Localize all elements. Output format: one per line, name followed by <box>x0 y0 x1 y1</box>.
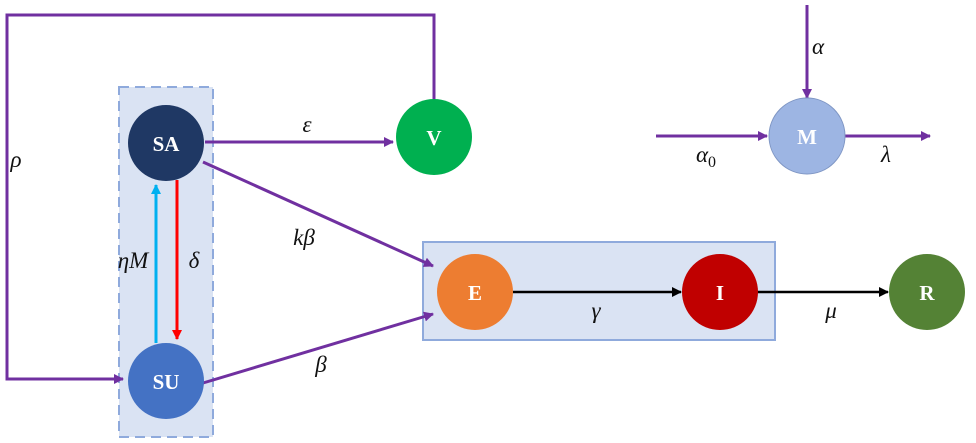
label-k-beta: kβ <box>293 225 315 250</box>
label-mu: μ <box>824 298 837 323</box>
node-e-circle <box>437 254 513 330</box>
label-eta-m: ηM <box>118 248 150 273</box>
node-sa-label: SA <box>153 132 181 156</box>
label-alpha0-subscript: 0 <box>708 154 716 171</box>
node-su-label: SU <box>153 370 180 394</box>
label-alpha: α <box>812 34 825 59</box>
node-e: E <box>437 254 513 330</box>
node-r: R <box>889 254 965 330</box>
node-i-circle <box>682 254 758 330</box>
rho-loop-arrow <box>5 13 436 384</box>
node-sa: SA <box>128 105 204 181</box>
node-m-label: M <box>797 125 817 149</box>
node-e-label: E <box>468 281 482 305</box>
node-m-circle <box>768 97 846 175</box>
label-alpha0-symbol: α <box>696 142 709 167</box>
node-m: M <box>768 97 846 175</box>
label-delta: δ <box>189 248 200 273</box>
node-su-circle <box>128 343 204 419</box>
node-i-label: I <box>716 281 724 305</box>
sa-to-e-arrow <box>202 160 434 268</box>
node-sa-circle <box>128 105 204 181</box>
node-v-label: V <box>426 126 441 150</box>
node-v-circle <box>396 99 472 175</box>
label-epsilon: ε <box>302 112 312 137</box>
node-r-circle <box>889 254 965 330</box>
label-gamma: γ <box>591 298 601 323</box>
label-alpha0: α0 <box>696 142 716 171</box>
label-beta: β <box>314 352 327 377</box>
node-v: V <box>396 99 472 175</box>
su-to-e-arrow <box>202 311 434 385</box>
label-lambda: λ <box>880 142 891 167</box>
node-i: I <box>682 254 758 330</box>
label-rho: ρ <box>9 147 21 172</box>
node-su: SU <box>128 343 204 419</box>
node-r-label: R <box>919 281 935 305</box>
